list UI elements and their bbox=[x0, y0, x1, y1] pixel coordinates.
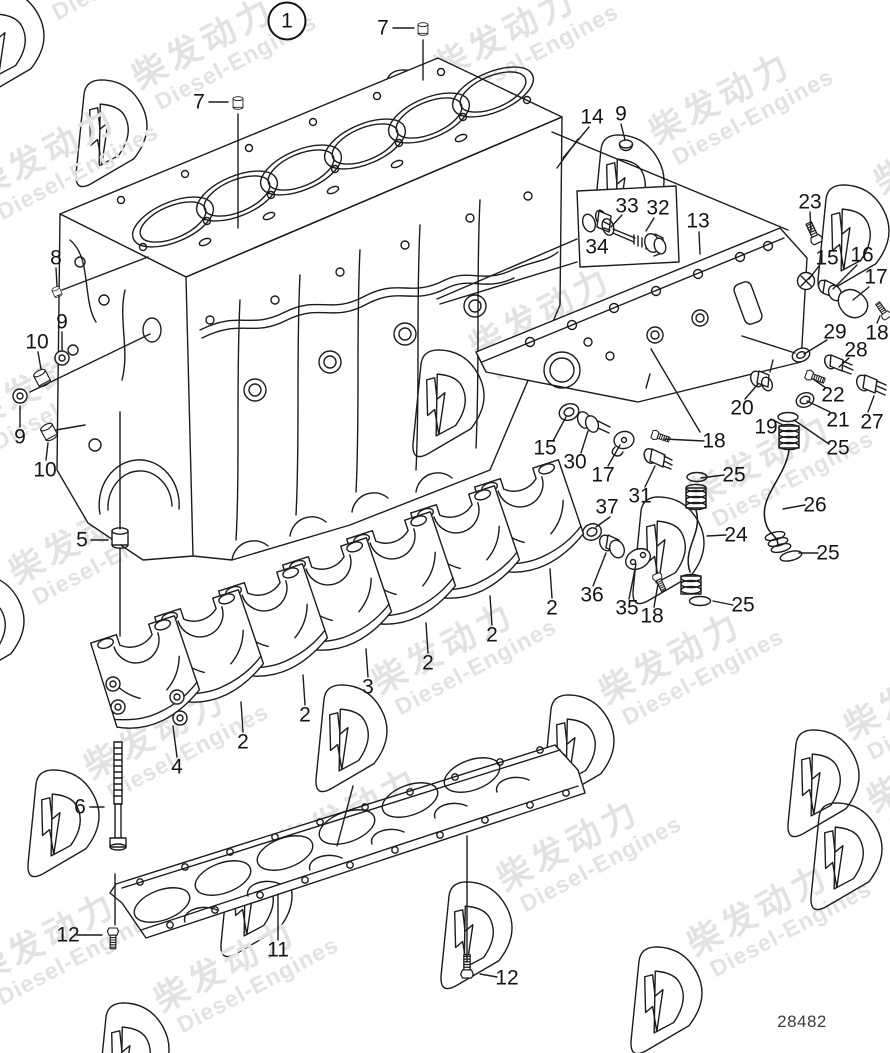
socket-plug-icon bbox=[54, 350, 70, 366]
ring-nut-icon bbox=[795, 391, 815, 409]
watermark-en-text: Diesel-Engines bbox=[48, 0, 218, 25]
drawing-number: 28482 bbox=[777, 1012, 827, 1031]
hex-bolt-icon bbox=[873, 299, 890, 322]
leader-line bbox=[595, 516, 611, 528]
hex-bolt-icon bbox=[803, 368, 827, 387]
cup-plug-icon bbox=[817, 279, 843, 302]
dowel-pin-icon bbox=[417, 22, 429, 36]
cup-plug-icon bbox=[749, 370, 774, 392]
dowel-pin-icon bbox=[232, 96, 244, 110]
leader-line bbox=[838, 357, 850, 368]
leader-line bbox=[782, 504, 806, 510]
leader-line bbox=[580, 430, 589, 454]
leader-line bbox=[302, 674, 306, 706]
leader-line bbox=[793, 419, 830, 445]
leader-line bbox=[876, 315, 881, 324]
leader-line bbox=[806, 400, 831, 413]
leader-line bbox=[698, 231, 701, 255]
leader-line bbox=[653, 583, 659, 608]
sealing-washer-icon bbox=[558, 402, 580, 422]
socket-plug-icon bbox=[12, 388, 28, 404]
leader-line bbox=[809, 211, 812, 233]
leader-line bbox=[552, 416, 567, 442]
leader-line bbox=[770, 418, 786, 427]
leader-line bbox=[808, 265, 820, 280]
leader-line bbox=[551, 131, 789, 231]
detail-pointer-line bbox=[436, 238, 578, 300]
reinforcement-plate-drawing bbox=[109, 744, 586, 939]
banjo-bolt-icon bbox=[633, 233, 667, 257]
leader-line bbox=[592, 552, 607, 587]
bearing-caps-drawing bbox=[89, 458, 590, 736]
leader-line bbox=[607, 444, 621, 467]
dowel-bushing-icon bbox=[111, 527, 129, 549]
sensor-icon bbox=[643, 448, 673, 470]
leader-line bbox=[240, 701, 244, 733]
leader-line bbox=[425, 622, 429, 654]
leader-line bbox=[620, 123, 626, 141]
leader-line bbox=[489, 595, 493, 626]
leader-line bbox=[479, 973, 498, 978]
leader-line bbox=[556, 138, 579, 169]
cup-plug-icon bbox=[598, 534, 626, 559]
leader-line bbox=[741, 335, 796, 354]
leader-line bbox=[700, 474, 725, 479]
hose-24-icon bbox=[680, 471, 712, 607]
leader-line bbox=[172, 725, 178, 758]
dome-plug-icon bbox=[837, 288, 869, 319]
side-cover-drawing bbox=[475, 227, 808, 403]
cylinder-block-drawing bbox=[56, 57, 563, 561]
watermark-cn-text: 柴发动力 bbox=[868, 95, 890, 202]
ribbed-plug-icon bbox=[576, 411, 611, 434]
fitting-icon bbox=[823, 354, 854, 375]
leader-line bbox=[55, 267, 58, 287]
leader-line bbox=[712, 600, 734, 606]
leader-line bbox=[61, 256, 149, 291]
leader-line bbox=[744, 383, 759, 400]
detail-pointer-lines bbox=[436, 238, 578, 305]
leader-lines bbox=[19, 27, 881, 978]
leader-line bbox=[29, 333, 151, 393]
leader-line bbox=[628, 563, 637, 600]
leader-line bbox=[832, 264, 858, 290]
detail-pointer-line bbox=[439, 261, 578, 305]
sealing-washer-icon bbox=[791, 347, 811, 363]
leader-line bbox=[706, 534, 727, 537]
leader-line bbox=[650, 348, 701, 433]
sealing-ring-icon bbox=[581, 523, 603, 541]
leader-line bbox=[37, 351, 42, 370]
hex-bolt-icon bbox=[802, 219, 824, 247]
leader-line bbox=[549, 568, 553, 599]
leader-line bbox=[45, 442, 49, 461]
leader-line bbox=[852, 286, 870, 301]
leader-line bbox=[867, 395, 875, 413]
detail-box bbox=[576, 185, 680, 268]
leader-line bbox=[812, 378, 827, 389]
hex-bolt-icon bbox=[651, 571, 669, 594]
sensor-icon bbox=[855, 374, 887, 396]
cover-bracket-icon bbox=[624, 547, 652, 571]
thrust-cap-details bbox=[105, 676, 188, 726]
cup-plug-icon bbox=[618, 139, 634, 152]
hose-26-icon bbox=[763, 411, 803, 562]
leader-line bbox=[803, 339, 828, 355]
stud-icon bbox=[109, 741, 127, 851]
leader-line bbox=[365, 648, 369, 678]
hex-bolt-icon bbox=[649, 428, 672, 445]
leader-line bbox=[55, 424, 86, 431]
leader-line bbox=[644, 465, 656, 488]
leader-line bbox=[663, 438, 705, 442]
leader-line bbox=[645, 217, 655, 232]
leader-line bbox=[610, 214, 623, 228]
